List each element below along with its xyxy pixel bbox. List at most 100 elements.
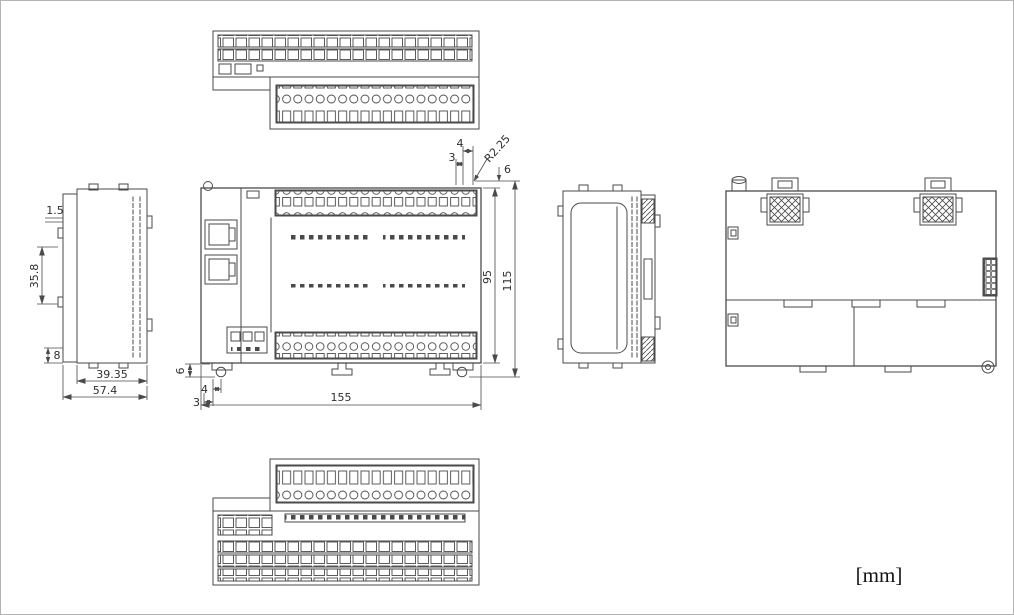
mount-hole-left <box>215 366 227 378</box>
rear-left-latch-bottom <box>727 313 739 327</box>
dim-side-bottom-offset-8: 8 <box>44 347 63 364</box>
rear-bottom-tab-1 <box>799 365 827 373</box>
right-view-top-tab-2 <box>612 184 623 192</box>
left-view-bottom-tab-1 <box>88 362 99 369</box>
top-view-left-step <box>212 76 271 91</box>
dim-label-115: 115 <box>501 271 514 292</box>
rear-view <box>725 176 998 374</box>
top-terminal-strip <box>276 85 474 123</box>
mount-ear-left <box>211 362 233 371</box>
top-vent-row-2 <box>217 48 473 62</box>
clip2-spring <box>922 196 954 223</box>
din-hook-slot-2 <box>429 362 451 376</box>
right-view-lug-top <box>557 205 564 217</box>
left-view-rail-tab-bottom <box>146 318 153 332</box>
din-hook-slot-1 <box>331 362 353 376</box>
dim-label-top-3: 3 <box>449 151 456 164</box>
right-view-bottom-tab-2 <box>612 362 623 369</box>
front-top-left-boss <box>203 181 213 191</box>
clip1-wing-right <box>802 197 810 213</box>
port2-inner <box>208 258 230 281</box>
rear-groove-tab-3 <box>916 299 946 308</box>
dim-side-depth-inner-39-35: 39.35 <box>76 365 148 384</box>
left-side-view <box>57 183 153 369</box>
port1-latch <box>228 227 236 242</box>
bottom-view-lower-body <box>212 510 480 586</box>
dim-label-57-4: 57.4 <box>93 384 118 397</box>
left-view-top-tab-2 <box>118 183 129 191</box>
dim-label-39-35: 39.35 <box>96 368 128 381</box>
right-view-body <box>562 190 642 364</box>
front-top-terminal-strip <box>275 190 477 216</box>
rear-screw-boss-outer <box>981 360 995 374</box>
dim-side-depth-total-57-4: 57.4 <box>62 365 148 400</box>
unit-label: [mm] <box>856 563 903 587</box>
rear-groove-tab-1 <box>783 299 813 308</box>
dim-label-radius: R2.25 <box>482 132 513 165</box>
port2-outer <box>204 254 238 285</box>
dim-label-95: 95 <box>481 270 494 284</box>
dim-label-top-4: 4 <box>457 137 464 150</box>
dim-side-slot-height-35-8: 35.8 <box>28 246 58 305</box>
dim-front-body-height-95: 95 <box>481 187 500 364</box>
left-view-top-tab-1 <box>88 183 99 191</box>
top-detail-block-3 <box>256 64 264 72</box>
right-view-cover-outline <box>570 202 628 354</box>
bottom-vent-row-1 <box>217 540 473 554</box>
dim-label-1-5: 1.5 <box>46 204 64 217</box>
clip1-tab <box>771 177 799 192</box>
top-view <box>212 30 480 130</box>
power-connector-block <box>226 326 268 354</box>
front-bottom-terminal-frame <box>274 331 478 360</box>
front-top-detail <box>246 190 260 199</box>
right-view-slider <box>643 258 653 300</box>
dim-label-top-6: 6 <box>504 163 511 176</box>
connector-cell-3 <box>254 331 265 342</box>
clip1-wing-left <box>760 197 768 213</box>
port1-inner <box>208 223 230 246</box>
bottom-detail-block <box>217 514 273 536</box>
connector-cell-2 <box>242 331 253 342</box>
rear-left-latch-top <box>727 226 739 240</box>
connector-pin-row <box>231 345 263 351</box>
top-detail-block-2 <box>234 63 252 75</box>
clip1-tab-inner <box>777 180 793 189</box>
bottom-pin-row <box>284 513 466 523</box>
left-view-rail-tab-top <box>146 215 153 229</box>
clip2-wing-left <box>913 197 921 213</box>
din-clip-2 <box>913 177 963 226</box>
bottom-vent-row-2 <box>217 554 473 568</box>
right-view-hatch-bottom <box>641 336 655 362</box>
bottom-terminal-strip <box>276 465 474 503</box>
led-row-2-right <box>383 284 465 291</box>
right-view-lug-bottom <box>557 338 564 350</box>
rear-boss-top <box>731 176 747 184</box>
top-view-terminal-block <box>269 76 480 130</box>
clip2-tab-inner <box>930 180 946 189</box>
front-top-terminal-frame <box>274 189 478 217</box>
clip2-tab <box>924 177 952 192</box>
dim-front-width-155: 155 <box>200 365 482 410</box>
dim-label-bottom-4: 4 <box>201 383 208 396</box>
dim-label-bottom-3: 3 <box>193 396 200 409</box>
right-view-rail-tab-top <box>654 214 661 228</box>
rear-expansion-connector-frame <box>982 257 998 297</box>
rear-groove-tab-2 <box>851 299 881 308</box>
bottom-view-left-step <box>212 497 271 512</box>
right-view-hatch-top <box>641 198 655 224</box>
ethernet-port-2 <box>204 254 238 285</box>
din-clip-1 <box>760 177 810 226</box>
connector-frame <box>226 326 268 354</box>
led-row-1-right <box>383 234 465 241</box>
mount-ear-right <box>452 362 474 371</box>
top-detail-block-1 <box>218 63 232 75</box>
port1-outer <box>204 219 238 250</box>
mount-hole-right <box>456 366 468 378</box>
dim-label-155: 155 <box>331 391 352 404</box>
right-view-rail-tab-bottom <box>654 316 661 330</box>
dim-label-bottom-6: 6 <box>174 368 187 375</box>
rear-expansion-connector <box>983 258 997 296</box>
left-view-front-plate <box>62 193 78 363</box>
